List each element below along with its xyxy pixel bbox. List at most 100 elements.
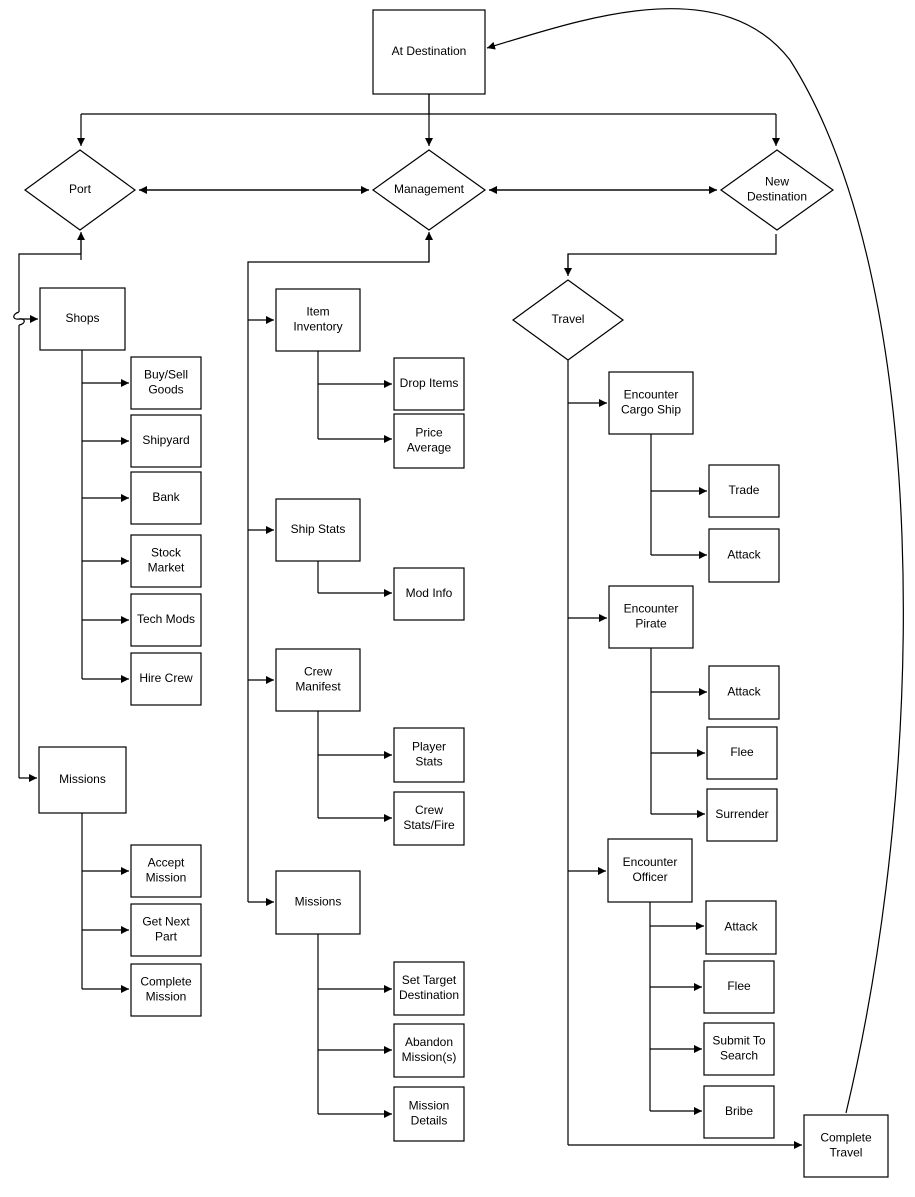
node-officer-flee[interactable]: Flee <box>703 960 775 1014</box>
mission-details-box <box>393 1086 465 1142</box>
node-cargo-trade[interactable]: Trade <box>708 464 780 518</box>
officer-flee-label-line-1: Flee <box>727 979 751 993</box>
node-drop-items[interactable]: Drop Items <box>393 357 465 411</box>
port-label-line-1: Port <box>69 182 92 196</box>
node-ship-stats[interactable]: Ship Stats <box>275 498 361 562</box>
node-shipyard[interactable]: Shipyard <box>130 414 202 468</box>
node-mgmt-missions[interactable]: Missions <box>275 870 361 935</box>
encounter-officer-label-line-1: Encounter <box>623 855 678 869</box>
node-port[interactable]: Port <box>23 149 137 231</box>
connector-line <box>567 234 777 272</box>
price-average-box <box>393 413 465 469</box>
set-target-destination-box <box>393 961 465 1016</box>
node-at-destination[interactable]: At Destination <box>372 9 486 95</box>
encounter-pirate-box <box>608 585 694 649</box>
node-pirate-attack[interactable]: Attack <box>708 665 780 720</box>
shops-label-line-1: Shops <box>65 311 99 325</box>
bribe-label-line-1: Bribe <box>725 1104 753 1118</box>
node-officer-attack[interactable]: Attack <box>705 900 777 955</box>
complete-mission-box <box>130 963 202 1017</box>
node-mod-info[interactable]: Mod Info <box>393 567 465 621</box>
officer-attack-box <box>705 900 777 955</box>
cargo-trade-label-line-1: Trade <box>729 483 760 497</box>
node-tech-mods[interactable]: Tech Mods <box>130 593 202 647</box>
submit-to-search-label-line-2: Search <box>720 1049 758 1063</box>
mod-info-label-line-1: Mod Info <box>406 586 453 600</box>
management-diamond <box>371 149 487 231</box>
abandon-missions-box <box>393 1023 465 1078</box>
pirate-flee-label-line-1: Flee <box>730 745 754 759</box>
node-pirate-flee[interactable]: Flee <box>706 726 778 780</box>
node-shops[interactable]: Shops <box>39 287 126 351</box>
port-missions-label-line-1: Missions <box>59 772 106 786</box>
management-label-line-1: Management <box>394 182 465 196</box>
bank-box <box>130 471 202 525</box>
port-diamond <box>23 149 137 231</box>
travel-diamond <box>511 279 625 361</box>
node-port-missions[interactable]: Missions <box>38 746 127 814</box>
node-pirate-surrender[interactable]: Surrender <box>706 788 778 842</box>
submit-to-search-box <box>703 1022 775 1076</box>
get-next-part-label-line-2: Part <box>155 930 178 944</box>
node-cargo-attack[interactable]: Attack <box>708 528 780 583</box>
encounter-cargo-ship-box <box>608 371 694 435</box>
connector-arrow <box>486 8 904 1114</box>
node-hire-crew[interactable]: Hire Crew <box>130 652 202 706</box>
stock-market-label-line-2: Market <box>148 561 185 575</box>
pirate-surrender-label-line-1: Surrender <box>715 807 768 821</box>
crew-stats-fire-label-line-2: Stats/Fire <box>403 818 455 832</box>
abandon-missions-label-line-2: Mission(s) <box>402 1050 457 1064</box>
drop-items-box <box>393 357 465 411</box>
port-missions-box <box>38 746 127 814</box>
mission-details-label-line-2: Details <box>411 1114 448 1128</box>
buy-sell-goods-label-line-2: Goods <box>148 383 183 397</box>
mgmt-missions-box <box>275 870 361 935</box>
shipyard-label-line-1: Shipyard <box>142 433 189 447</box>
encounter-pirate-label-line-1: Encounter <box>624 602 679 616</box>
mod-info-box <box>393 567 465 621</box>
price-average-label-line-1: Price <box>415 426 443 440</box>
ship-stats-box <box>275 498 361 562</box>
stock-market-label-line-1: Stock <box>151 546 182 560</box>
pirate-flee-box <box>706 726 778 780</box>
encounter-officer-box <box>607 838 693 903</box>
encounter-pirate-label-line-2: Pirate <box>635 617 667 631</box>
at-destination-label-line-1: At Destination <box>392 44 467 58</box>
node-travel[interactable]: Travel <box>511 279 625 361</box>
buy-sell-goods-label-line-1: Buy/Sell <box>144 368 188 382</box>
complete-travel-label-line-2: Travel <box>830 1146 863 1160</box>
pirate-attack-box <box>708 665 780 720</box>
item-inventory-label-line-2: Inventory <box>293 320 342 334</box>
shipyard-box <box>130 414 202 468</box>
cargo-trade-box <box>708 464 780 518</box>
player-stats-box <box>393 727 465 783</box>
cargo-attack-label-line-1: Attack <box>727 548 761 562</box>
node-bribe[interactable]: Bribe <box>703 1085 775 1139</box>
node-bank[interactable]: Bank <box>130 471 202 525</box>
new-destination-label-line-1: New <box>765 175 789 189</box>
item-inventory-box <box>275 288 361 352</box>
node-management[interactable]: Management <box>371 149 487 231</box>
crew-stats-fire-box <box>393 791 465 846</box>
